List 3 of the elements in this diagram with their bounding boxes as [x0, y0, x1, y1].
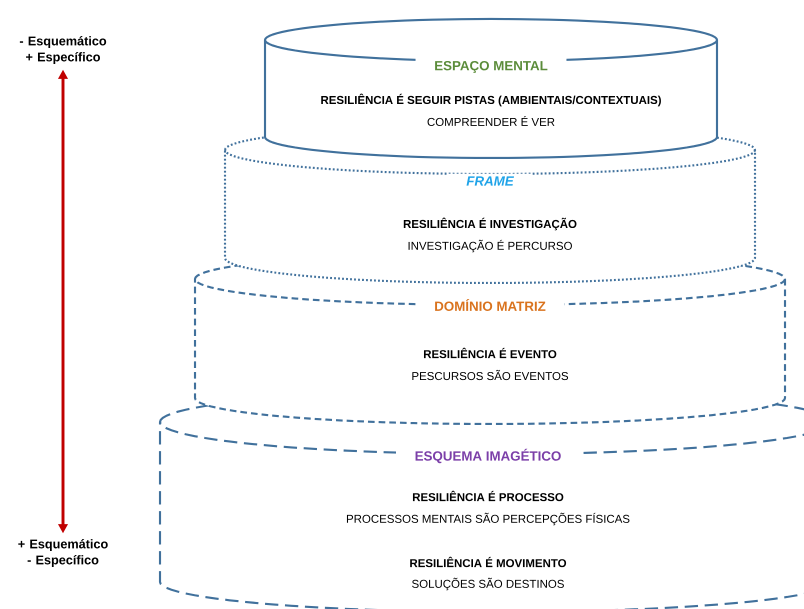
scale-label: + Esquemático - Específico [18, 539, 108, 567]
scale-label: - Esquemático + Específico [20, 36, 106, 64]
cylinder-tier: ESPAÇO MENTAL RESILIÊNCIA É SEGUIR PISTAS (AMBIENTAIS/CONTEXTUAIS) COMPREENDER É VER [264, 18, 718, 160]
